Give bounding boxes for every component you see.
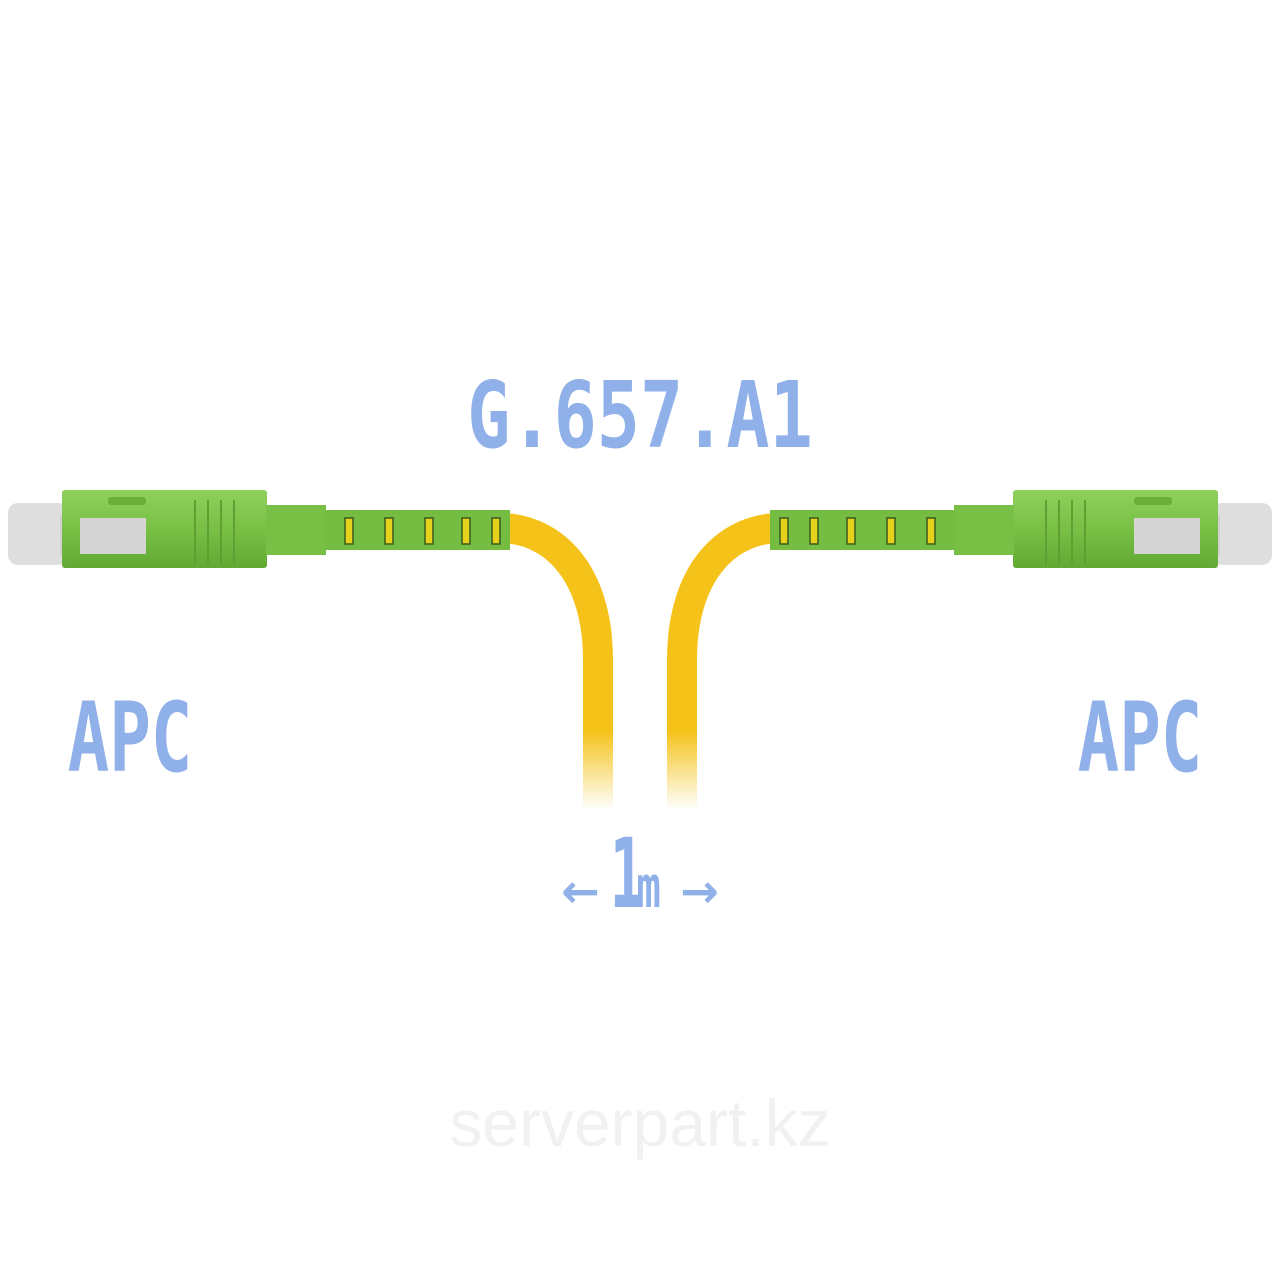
arrow-left-icon: ← (561, 864, 600, 918)
length-unit: m (636, 853, 662, 921)
length-indicator: ← 1 m → (561, 818, 719, 930)
right-polish-label: APC (1077, 682, 1203, 794)
left-polish-label: APC (67, 682, 193, 794)
fiber-type-label: G.657.A1 (467, 362, 813, 469)
watermark: serverpart.kz (449, 1086, 831, 1160)
arrow-right-icon: → (680, 864, 719, 918)
length-value: 1 (609, 818, 644, 930)
